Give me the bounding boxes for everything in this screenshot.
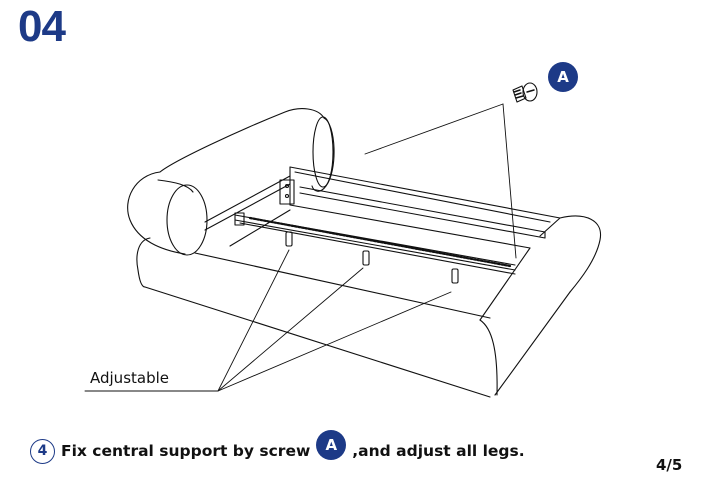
part-badge-a: A bbox=[548, 62, 578, 92]
instruction-text-after: ,and adjust all legs. bbox=[352, 442, 525, 460]
leader-lines bbox=[84, 103, 517, 392]
adjustable-callout: Adjustable bbox=[90, 369, 169, 387]
base-frame bbox=[136, 166, 561, 398]
instruction-line: 4 Fix central support by screw A ,and ad… bbox=[30, 430, 525, 466]
support-legs bbox=[285, 231, 459, 284]
screw-icon bbox=[512, 82, 538, 103]
backrest-cushion bbox=[127, 108, 335, 256]
instruction-text-before: Fix central support by screw bbox=[61, 442, 311, 460]
central-support-rail bbox=[234, 212, 516, 275]
instruction-part-badge: A bbox=[316, 430, 347, 460]
step-number: 04 bbox=[18, 2, 66, 51]
page-number: 4/5 bbox=[656, 456, 683, 474]
step-index-circle: 4 bbox=[30, 438, 55, 464]
right-arm bbox=[479, 215, 602, 396]
